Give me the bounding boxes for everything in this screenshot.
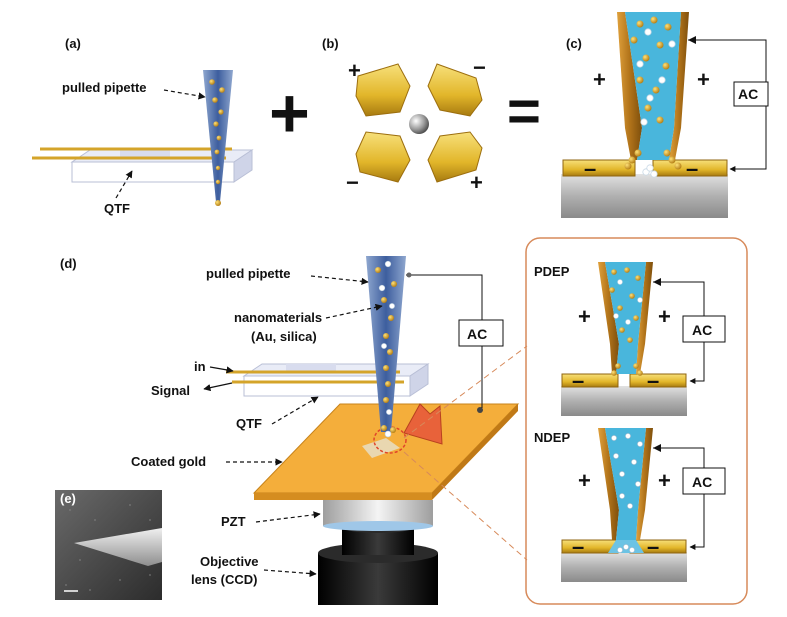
sign-ndep-pad-right: – [647, 534, 659, 559]
quad-sign-bottom-left: − [346, 170, 359, 195]
leader-pzt [255, 511, 321, 523]
operator-equals: = [507, 79, 541, 144]
sign-c-left: + [593, 67, 606, 92]
label-signal: Signal [151, 383, 190, 398]
sign-ndep-pad-left: – [572, 534, 584, 559]
label-objective-1: Objective [200, 554, 259, 569]
zoom-frame [525, 237, 748, 605]
sign-ndep-right: + [658, 468, 671, 493]
label-nanomaterials-1: nanomaterials [234, 310, 322, 325]
zoom-line-bottom [403, 451, 528, 561]
ac-label-pdep: AC [692, 322, 712, 338]
ac-arrow-c [688, 36, 696, 44]
quadrupole-electrodes [355, 63, 483, 183]
sign-c-right: + [697, 67, 710, 92]
pdep-schematic [561, 262, 726, 416]
quad-sign-bottom-right: + [470, 170, 483, 195]
sign-c-pad-left: – [584, 156, 596, 181]
pulled-pipette-a [203, 70, 233, 206]
leader-qtf-a [115, 170, 133, 199]
panel-label-b: (b) [322, 36, 339, 51]
panel-label-a: (a) [65, 36, 81, 51]
operator-plus: + [269, 74, 310, 152]
label-in: in [194, 359, 206, 374]
sign-c-pad-right: – [686, 156, 698, 181]
quad-sign-top-left: + [348, 58, 361, 83]
coated-gold-plate [252, 403, 520, 500]
leader-qtf-d [271, 396, 319, 425]
leader-pulled-pipette-a [163, 89, 206, 100]
sem-inset [55, 490, 162, 600]
ac-circuit-d [406, 272, 504, 408]
ac-label-d: AC [467, 326, 487, 342]
dep-schematic-c [561, 12, 769, 218]
pzt-stage [323, 500, 433, 531]
ac-arrow-ndep [653, 444, 661, 452]
sign-pdep-left: + [578, 304, 591, 329]
sign-pdep-pad-left: – [572, 368, 584, 393]
panel-label-e: (e) [60, 491, 76, 506]
sign-ndep-left: + [578, 468, 591, 493]
label-qtf-a: QTF [104, 201, 130, 216]
leader-objective [263, 569, 317, 578]
label-objective-2: lens (CCD) [191, 572, 257, 587]
objective-lens [318, 521, 438, 605]
ac-label-c: AC [738, 86, 758, 102]
sign-pdep-right: + [658, 304, 671, 329]
qtf-fork-a [32, 147, 254, 183]
ndep-schematic [561, 428, 726, 582]
label-qtf-d: QTF [236, 416, 262, 431]
quad-sign-top-right: − [473, 55, 486, 80]
panel-label-d: (d) [60, 256, 77, 271]
leader-pulled-pipette-d [310, 275, 369, 285]
pulled-pipette-d [366, 256, 406, 438]
label-pulled-pipette-d: pulled pipette [206, 266, 291, 281]
panel-label-c: (c) [566, 36, 582, 51]
qtf-fork-d [226, 363, 430, 397]
label-pdep: PDEP [534, 264, 570, 279]
label-pulled-pipette-a: pulled pipette [62, 80, 147, 95]
zoom-line-top [403, 345, 528, 439]
sign-pdep-pad-right: – [647, 368, 659, 393]
leader-in [209, 366, 234, 374]
label-nanomaterials-2: (Au, silica) [251, 329, 317, 344]
ac-arrow-pdep [653, 278, 661, 286]
leader-nanomaterials [325, 303, 383, 319]
leader-signal [203, 382, 233, 392]
label-pzt: PZT [221, 514, 246, 529]
label-ndep: NDEP [534, 430, 570, 445]
label-coated-gold: Coated gold [131, 454, 206, 469]
ac-label-ndep: AC [692, 474, 712, 490]
